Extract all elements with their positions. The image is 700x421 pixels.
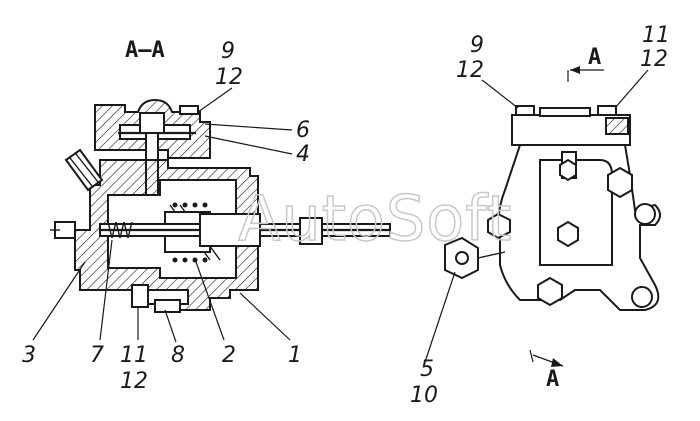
callout-8: 8 [171,343,185,368]
callout-3: 3 [22,343,36,368]
view-arrow-label-bottom: А [546,367,559,392]
view-arrow-bottom [529,349,564,367]
right-leaders [424,69,649,363]
callout-11-left: 11 [120,343,148,368]
angled-port [64,148,104,192]
callout-12-right: 12 [640,47,668,72]
top-plate-hatch [605,117,629,135]
hex-bolt-right [607,166,633,199]
bottom-right-boss [631,286,653,308]
callout-12-bottom-left: 12 [120,369,148,394]
external-view [444,105,661,311]
section-view-aa [50,98,391,313]
callout-12-left-right: 12 [456,58,484,83]
callout-1: 1 [288,343,302,368]
cap-screw-top [179,105,199,115]
callout-6: 6 [296,118,310,143]
callout-5: 5 [420,357,434,382]
hex-bolt-top [559,158,577,182]
left-leaders [32,87,293,343]
watermark: AutoSoft [238,182,512,255]
valve-spring [107,221,133,239]
rod-sleeve [199,213,261,247]
callout-9-right: 9 [470,33,484,58]
hex-bolt-left [487,212,511,240]
callout-9-left: 9 [221,39,235,64]
callout-12-top-left: 12 [215,65,243,90]
fitting-nut-hole [455,251,469,265]
top-plate-rib [539,107,591,117]
screw-left [515,105,535,116]
callout-4: 4 [296,142,310,167]
screw-right [597,105,617,116]
callout-11-right: 11 [642,23,670,48]
hex-bolt-bottom [537,276,563,307]
right-boss [634,203,656,225]
callout-2: 2 [222,343,236,368]
view-arrow-top [567,66,604,82]
rod-nut [299,217,323,245]
callout-7: 7 [90,343,104,368]
callout-10: 10 [410,383,438,408]
top-knob [139,112,165,134]
section-title: А–А [125,38,165,63]
view-arrow-label-top: А [588,45,601,70]
bottom-bolt-head [131,284,149,308]
hex-bolt-center [557,220,579,248]
bracket [154,299,181,313]
